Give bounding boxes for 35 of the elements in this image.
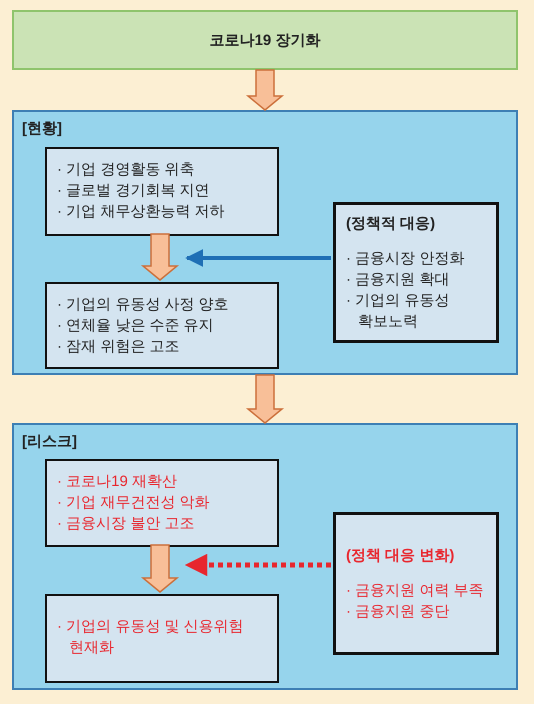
title-box	[12, 10, 518, 70]
section-panel	[12, 110, 518, 375]
bullet-item: · 금융지원 중단	[346, 602, 450, 622]
bullet-item: · 기업의 유동성 사정 양호	[57, 295, 230, 315]
box-heading: (정책 대응 변화)	[346, 546, 456, 566]
block-arrow	[246, 69, 284, 111]
section-panel	[12, 423, 518, 690]
bullet-item: · 기업 경영활동 위축	[57, 160, 196, 180]
bullet-item: · 금융지원 여력 부족	[346, 581, 484, 601]
arrow	[185, 249, 331, 267]
bullet-item: · 기업 채무상환능력 저하	[57, 202, 226, 222]
text-box	[45, 147, 279, 236]
text-box	[45, 594, 279, 683]
title-text: 코로나19 장기화	[210, 30, 320, 50]
block-arrow	[140, 233, 180, 281]
bullet-item: · 기업의 유동성 확보노력	[346, 291, 450, 332]
policy-box	[333, 202, 499, 343]
bullet-item: · 금융시장 안정화	[346, 249, 466, 269]
bullet-item: · 금융시장 불안 고조	[57, 514, 196, 534]
arrow	[184, 554, 331, 576]
bullet-item: · 기업의 유동성 및 신용위험 현재화	[57, 617, 245, 658]
block-arrow	[140, 544, 180, 593]
policy-box	[333, 512, 499, 655]
bullet-item: · 코로나19 재확산	[57, 472, 178, 492]
text-box	[45, 282, 279, 369]
bullet-item: · 기업 재무건전성 악화	[57, 493, 210, 513]
block-arrow	[246, 374, 284, 424]
text-box	[45, 459, 279, 547]
bullet-item: · 금융지원 확대	[346, 270, 450, 290]
section-title: [리스크]	[22, 432, 77, 452]
bullet-item: · 연체율 낮은 수준 유지	[57, 316, 215, 336]
box-heading: (정책적 대응)	[346, 214, 436, 234]
bullet-item: · 글로벌 경기회복 지연	[57, 181, 210, 201]
bullet-item: · 잠재 위험은 고조	[57, 337, 180, 357]
section-title: [현황]	[22, 119, 62, 139]
